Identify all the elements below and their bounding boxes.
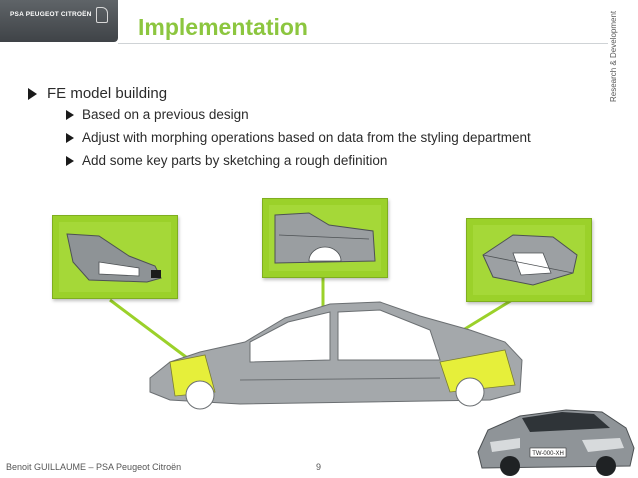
bullet-icon — [28, 87, 37, 100]
roof-structure-part — [482, 234, 578, 286]
brand-logo-text: PSA PEUGEOT CITROËN — [10, 11, 92, 18]
body-in-white-model — [149, 301, 523, 410]
sub-bullet-text: Based on a previous design — [82, 107, 249, 122]
sub-bullet-text: Add some key parts by sketching a rough … — [82, 153, 388, 168]
panel-roof-structure — [466, 218, 592, 302]
footer-author: Benoit GUILLAUME – PSA Peugeot Citroën — [6, 462, 182, 472]
sub-bullet-item: Add some key parts by sketching a rough … — [66, 153, 387, 168]
peugeot-car-image: TW-000-XH — [477, 409, 635, 476]
bullet-icon — [66, 155, 74, 166]
rear-quarter-part — [66, 233, 162, 283]
brand-logo-band: PSA PEUGEOT CITROËN — [0, 0, 118, 42]
sub-bullet-text: Adjust with morphing operations based on… — [82, 130, 531, 145]
panel-rear-body — [262, 198, 388, 278]
slide-title: Implementation — [138, 14, 308, 40]
bullet-icon — [66, 132, 74, 143]
bullet-icon — [66, 109, 74, 120]
panel-rear-quarter — [52, 215, 178, 299]
bullet-text: FE model building — [47, 85, 168, 102]
bullet-item: FE model building — [28, 85, 167, 102]
header-divider — [118, 43, 608, 44]
car-plate: TW-000-XH — [532, 451, 564, 457]
page-number: 9 — [316, 462, 322, 472]
sub-bullet-item: Based on a previous design — [66, 107, 249, 122]
sub-bullet-item: Adjust with morphing operations based on… — [66, 130, 531, 145]
rear-body-part — [274, 212, 376, 264]
psa-logo-icon — [96, 7, 108, 23]
